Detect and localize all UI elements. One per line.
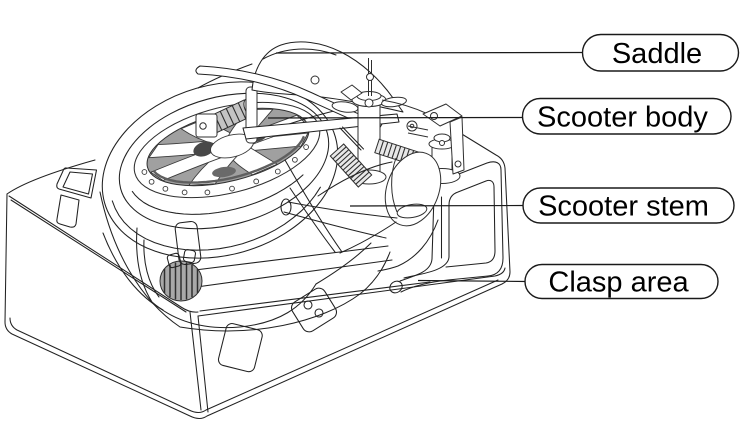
- svg-text:Scooter body: Scooter body: [537, 101, 708, 133]
- svg-text:Clasp area: Clasp area: [548, 267, 689, 299]
- svg-text:Saddle: Saddle: [612, 38, 702, 70]
- svg-text:Scooter stem: Scooter stem: [538, 191, 709, 223]
